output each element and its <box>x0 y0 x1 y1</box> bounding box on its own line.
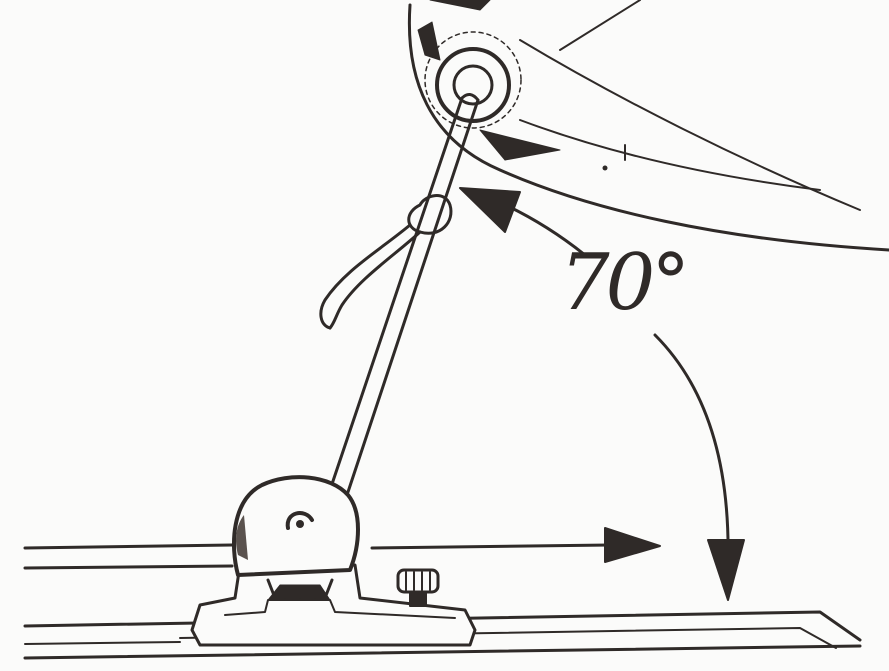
body-outer-curve <box>407 3 889 252</box>
angle-label: 70° <box>560 238 690 328</box>
baseline-arrow-icon <box>604 527 661 563</box>
knot-tail-inner <box>328 230 422 330</box>
baseline-arrow-shaft <box>370 543 612 550</box>
eyelet-dashed-ring <box>424 31 522 129</box>
body-wedge <box>429 0 491 11</box>
knob-icon <box>396 568 440 607</box>
baseline-top <box>23 543 234 550</box>
rod-right-edge <box>346 98 480 494</box>
eyelet-inner <box>452 64 494 106</box>
rail-bottom <box>23 644 862 660</box>
body-dark-band <box>479 129 561 161</box>
skull-eye-dot <box>296 520 304 528</box>
lower-arrow-icon <box>707 539 745 601</box>
angle-arrows <box>459 187 745 601</box>
skull-eye <box>285 511 314 530</box>
skull-left-shade <box>236 515 248 560</box>
baseline-bottom <box>23 564 234 570</box>
rod-left-edge <box>328 96 464 492</box>
eyelet <box>424 31 522 129</box>
lower-arc-shaft <box>653 333 730 562</box>
knot-loop <box>407 194 453 235</box>
body-inner-curve <box>519 39 861 211</box>
body-left-shade <box>417 21 441 61</box>
knot-tail-outer <box>319 223 412 330</box>
knot <box>319 194 453 330</box>
knob-knurling <box>405 571 431 591</box>
upper-arrow-icon <box>459 187 521 233</box>
rail-edge <box>24 641 181 645</box>
knob-stem <box>409 591 427 607</box>
body-line-top <box>559 0 641 51</box>
upper-body <box>407 0 889 252</box>
rod-top-cap <box>460 93 480 102</box>
eyelet-outer <box>435 47 511 123</box>
body-line-mid <box>519 119 821 191</box>
knob-cap <box>396 568 440 594</box>
skull-head <box>232 475 360 577</box>
body-dot <box>602 165 608 171</box>
skull-mount-icon <box>232 475 360 600</box>
baseline <box>23 527 661 570</box>
rod <box>328 93 480 494</box>
skull-teeth <box>284 585 316 599</box>
